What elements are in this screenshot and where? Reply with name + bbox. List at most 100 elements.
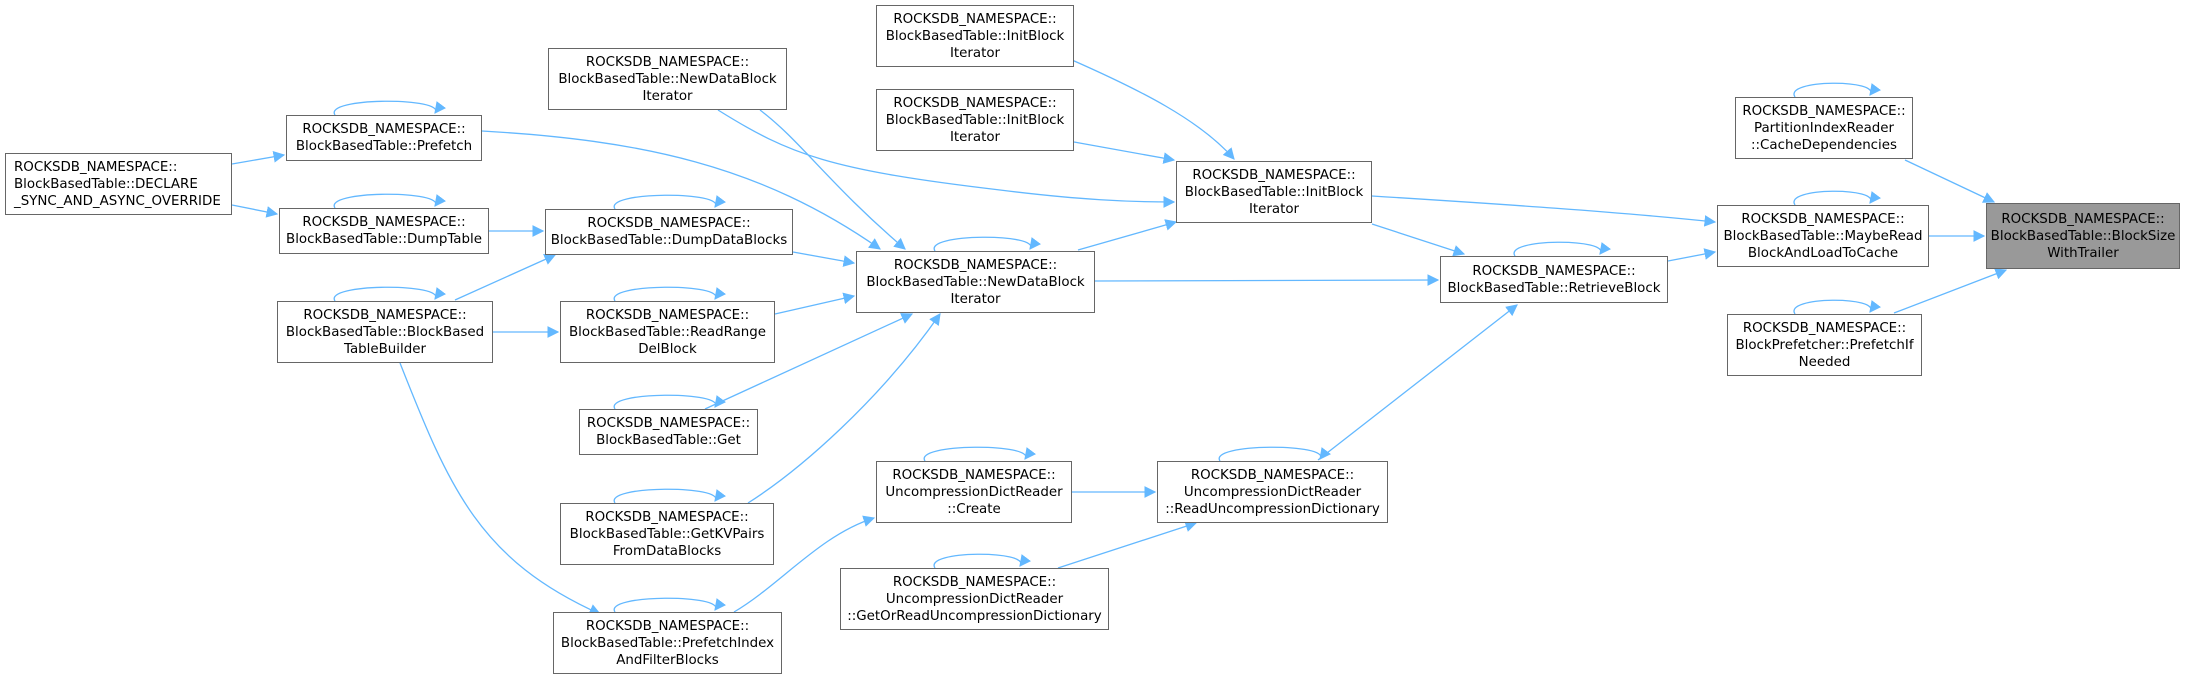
node-line: BlockBasedTable::NewDataBlock [866, 274, 1085, 290]
node-read-uncompression-dictionary[interactable]: ROCKSDB_NAMESPACE:: UncompressionDictRea… [1157, 461, 1388, 523]
node-line: ROCKSDB_NAMESPACE:: [1741, 211, 1905, 227]
self-loop-get-or-read [933, 553, 1031, 569]
node-block-size-with-trailer[interactable]: ROCKSDB_NAMESPACE:: BlockBasedTable::Blo… [1986, 203, 2180, 269]
node-line: ROCKSDB_NAMESPACE:: [892, 467, 1056, 483]
node-line: BlockBasedTable::GetKVPairs [569, 526, 765, 542]
node-line: ROCKSDB_NAMESPACE:: [302, 215, 466, 230]
node-read-range-del-block[interactable]: ROCKSDB_NAMESPACE:: BlockBasedTable::Rea… [560, 301, 775, 363]
node-prefetch-index-and-filter-blocks[interactable]: ROCKSDB_NAMESPACE:: BlockBasedTable::Pre… [553, 612, 782, 674]
node-line: PartitionIndexReader [1753, 120, 1895, 136]
node-line: Iterator [950, 291, 1001, 307]
node-line: FromDataBlocks [612, 543, 722, 559]
node-line: _SYNC_AND_ASYNC_OVERRIDE [14, 193, 221, 209]
node-line: UncompressionDictReader [1183, 484, 1362, 500]
node-uncompression-dict-reader-create[interactable]: ROCKSDB_NAMESPACE:: UncompressionDictRea… [876, 461, 1072, 523]
node-init-block-iterator-top[interactable]: ROCKSDB_NAMESPACE:: BlockBasedTable::Ini… [876, 5, 1074, 67]
edge-init-block-main-to-retrieve [1371, 223, 1466, 257]
node-line: ROCKSDB_NAMESPACE:: [892, 574, 1057, 590]
edge-init-block-top-to-main [1071, 59, 1235, 160]
node-line: ROCKSDB_NAMESPACE:: [2001, 211, 2165, 227]
node-line: Iterator [642, 88, 693, 104]
node-dump-table[interactable]: ROCKSDB_NAMESPACE:: BlockBasedTable::Dum… [279, 208, 489, 254]
node-line: BlockPrefetcher::PrefetchIf [1735, 337, 1914, 353]
node-line: ROCKSDB_NAMESPACE:: [585, 54, 750, 70]
node-prefetch[interactable]: ROCKSDB_NAMESPACE:: BlockBasedTable::Pre… [286, 115, 482, 161]
node-line: ROCKSDB_NAMESPACE:: [585, 618, 750, 634]
node-line: ROCKSDB_NAMESPACE:: [1472, 263, 1636, 279]
node-retrieve-block[interactable]: ROCKSDB_NAMESPACE:: BlockBasedTable::Ret… [1440, 256, 1668, 303]
node-line: BlockBasedTable::PrefetchIndex [560, 635, 775, 651]
node-line: BlockBasedTable::InitBlock [885, 112, 1065, 128]
edge-prefetch-if-needed-to-block-size [1893, 268, 2008, 314]
node-line: ROCKSDB_NAMESPACE:: [302, 122, 466, 137]
node-line: AndFilterBlocks [616, 652, 719, 668]
edge-retrieve-block-to-maybe-read [1667, 248, 1717, 262]
node-get-or-read-uncompression-dictionary[interactable]: ROCKSDB_NAMESPACE:: UncompressionDictRea… [840, 568, 1109, 630]
self-loop-prefetch-index [613, 597, 726, 613]
edge-init-block-middle-to-main [1073, 141, 1176, 164]
node-line: BlockBasedTable::MaybeRead [1723, 228, 1923, 244]
node-line: Iterator [949, 129, 1001, 145]
self-loop-read-range [613, 286, 726, 302]
self-loop-prefetch [333, 100, 446, 116]
edge-cache-dependencies-to-block-size [1904, 159, 1996, 203]
node-line: BlockBasedTable::InitBlock [885, 28, 1065, 44]
node-line: ROCKSDB_NAMESPACE:: [1192, 167, 1356, 183]
edge-declare-to-prefetch [231, 151, 286, 165]
self-loop-prefetch-if-needed [1793, 299, 1881, 315]
edge-get-kv-to-new-data-block-main [747, 313, 941, 504]
node-line: BlockBasedTable::BlockSize [1990, 228, 2176, 244]
node-new-data-block-iterator-main[interactable]: ROCKSDB_NAMESPACE:: BlockBasedTable::New… [856, 251, 1095, 313]
node-init-block-iterator-main[interactable]: ROCKSDB_NAMESPACE:: BlockBasedTable::Ini… [1176, 161, 1372, 223]
node-line: Iterator [1248, 201, 1300, 217]
self-loop-new-data-block-main [933, 236, 1041, 252]
node-line: UncompressionDictReader [885, 484, 1063, 500]
node-line: ROCKSDB_NAMESPACE:: [303, 307, 467, 323]
node-line: BlockBasedTable::DumpDataBlocks [550, 233, 788, 248]
node-line: BlockBasedTable::BlockBased [285, 324, 485, 340]
node-partition-index-reader-cache-dependencies[interactable]: ROCKSDB_NAMESPACE:: PartitionIndexReader… [1735, 97, 1913, 159]
node-block-prefetcher-prefetch-if-needed[interactable]: ROCKSDB_NAMESPACE:: BlockPrefetcher::Pre… [1727, 314, 1922, 376]
node-line: ROCKSDB_NAMESPACE:: [14, 159, 178, 175]
node-line: BlockBasedTable::DumpTable [286, 232, 482, 247]
node-get-kv-pairs-from-data-blocks[interactable]: ROCKSDB_NAMESPACE:: BlockBasedTable::Get… [560, 503, 774, 565]
node-line: UncompressionDictReader [885, 591, 1064, 607]
node-line: ROCKSDB_NAMESPACE:: [893, 95, 1057, 111]
self-loop-retrieve-block [1513, 241, 1611, 257]
node-line: ::Create [947, 501, 1001, 517]
node-line: ROCKSDB_NAMESPACE:: [893, 11, 1057, 27]
node-line: WithTrailer [2047, 245, 2119, 261]
node-line: BlockBasedTable::InitBlock [1184, 184, 1364, 200]
edge-read-dict-to-retrieve [1317, 304, 1518, 461]
node-line: ROCKSDB_NAMESPACE:: [585, 307, 750, 323]
self-loop-get-kv [613, 488, 726, 504]
node-line: ::CacheDependencies [1751, 137, 1897, 153]
edge-read-range-to-new-data-block-main [774, 292, 856, 315]
edge-declare-to-dump-table [231, 204, 279, 218]
node-dump-data-blocks[interactable]: ROCKSDB_NAMESPACE:: BlockBasedTable::Dum… [545, 209, 793, 255]
edge-prefetch-index-to-create [733, 515, 876, 613]
self-loop-dump-table [333, 193, 446, 209]
node-line: BlockBasedTable::NewDataBlock [558, 71, 777, 87]
edge-init-block-main-to-maybe-read [1371, 195, 1717, 227]
node-line: ::ReadUncompressionDictionary [1165, 501, 1380, 517]
node-line: BlockAndLoadToCache [1747, 245, 1899, 261]
self-loop-maybe-read [1793, 190, 1881, 206]
self-loop-block-based-builder [333, 286, 446, 302]
node-line: BlockBasedTable::ReadRange [568, 324, 767, 340]
node-get[interactable]: ROCKSDB_NAMESPACE:: BlockBasedTable::Get [579, 409, 758, 455]
self-loop-cache-dependencies [1793, 82, 1881, 98]
edge-block-based-builder-to-prefetch-index [399, 362, 602, 616]
node-line: ROCKSDB_NAMESPACE:: [587, 216, 751, 231]
node-line: ::GetOrReadUncompressionDictionary [847, 608, 1102, 624]
node-declare-sync-and-async-override[interactable]: ROCKSDB_NAMESPACE:: BlockBasedTable::DEC… [5, 153, 232, 215]
edge-new-data-block-main-to-init-block-main [1077, 219, 1178, 251]
node-init-block-iterator-middle[interactable]: ROCKSDB_NAMESPACE:: BlockBasedTable::Ini… [876, 89, 1074, 151]
node-maybe-read-block-and-load-to-cache[interactable]: ROCKSDB_NAMESPACE:: BlockBasedTable::May… [1717, 205, 1929, 267]
edge-get-to-new-data-block-main [704, 313, 914, 410]
node-new-data-block-iterator-top[interactable]: ROCKSDB_NAMESPACE:: BlockBasedTable::New… [548, 48, 787, 110]
node-line: ROCKSDB_NAMESPACE:: [1742, 320, 1907, 336]
node-block-based-table-builder[interactable]: ROCKSDB_NAMESPACE:: BlockBasedTable::Blo… [277, 301, 493, 363]
